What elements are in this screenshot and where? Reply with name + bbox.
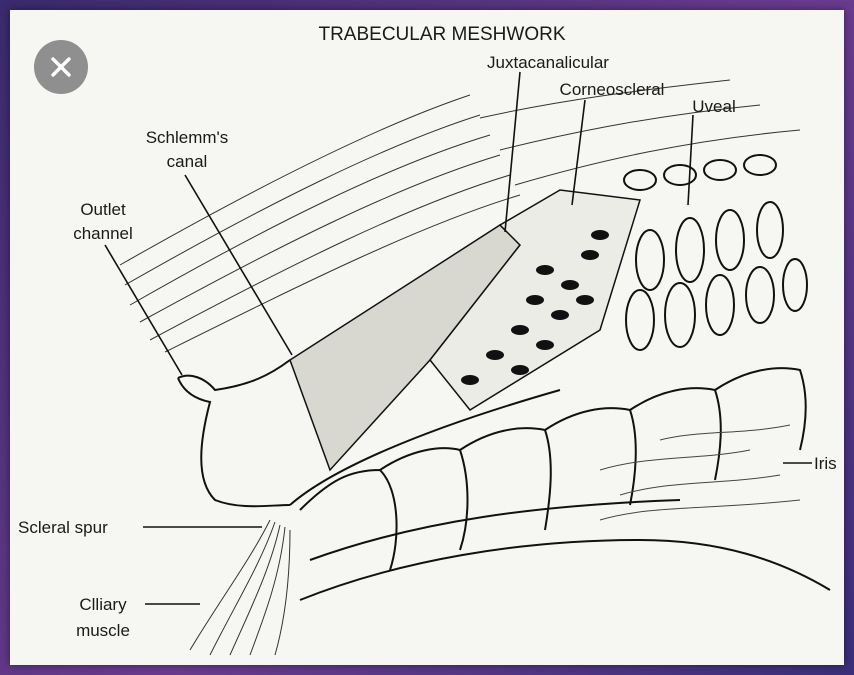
label-outlet-channel-2: channel: [73, 224, 133, 243]
uveal-meshwork: [624, 155, 807, 350]
figure-title: TRABECULAR MESHWORK: [318, 24, 565, 45]
ciliary-muscle-fibers: [190, 520, 290, 655]
label-ciliary-muscle-1: Clliary: [79, 595, 127, 614]
label-juxtacanalicular: Juxtacanalicular: [487, 53, 609, 72]
label-corneoscleral: Corneoscleral: [560, 80, 665, 99]
label-schlemms-canal-2: canal: [167, 152, 208, 171]
label-scleral-spur: Scleral spur: [18, 518, 108, 537]
trabecular-meshwork-diagram: TRABECULAR MESHWORK: [10, 10, 844, 665]
close-icon: [49, 55, 73, 79]
iris-strokes: [600, 425, 800, 520]
close-button[interactable]: [34, 40, 88, 94]
image-viewer-frame: TRABECULAR MESHWORK: [10, 10, 844, 665]
label-outlet-channel-1: Outlet: [80, 200, 126, 219]
label-schlemms-canal-1: Schlemm's: [146, 128, 229, 147]
label-uveal: Uveal: [692, 97, 735, 116]
label-ciliary-muscle-2: muscle: [76, 621, 130, 640]
label-iris: Iris: [814, 454, 837, 473]
